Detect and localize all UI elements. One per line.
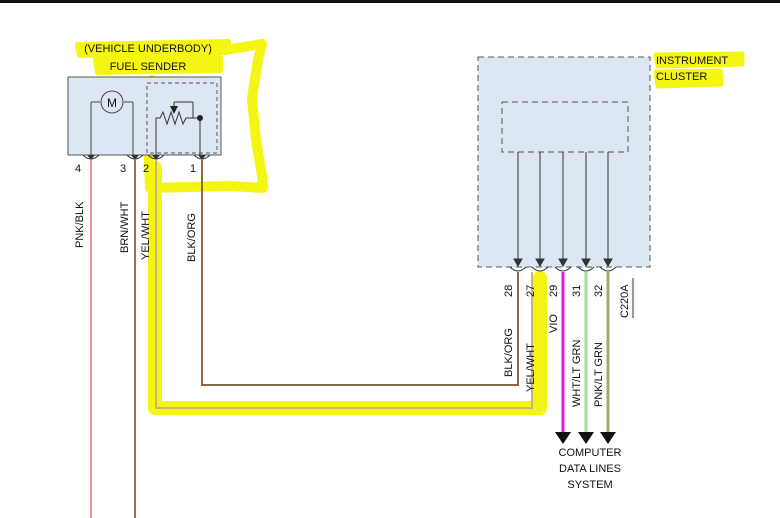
wire-yel-wht — [155, 160, 533, 409]
instrument-cluster-box — [477, 56, 651, 268]
label-cluster-vio: VIO — [548, 314, 560, 333]
sending-unit-box — [146, 82, 218, 154]
label-cluster-yel-wht: YEL/WHT — [525, 343, 537, 392]
cluster-title-line1: INSTRUMENT — [656, 55, 728, 67]
fuel-sender-title-line1: (VEHICLE UNDERBODY) — [84, 43, 212, 55]
sender-pin-4: 4 — [75, 163, 81, 175]
label-cluster-wht-lt-grn: WHT/LT GRN — [571, 340, 583, 407]
wire-blk-org — [201, 160, 519, 386]
cluster-pin-29: 29 — [548, 285, 560, 297]
rheostat-symbol — [155, 101, 201, 155]
motor-label: M — [107, 96, 117, 110]
cluster-pin-terminals — [509, 266, 617, 272]
wiper-contact — [197, 115, 203, 121]
sender-pin-3: 3 — [120, 163, 126, 175]
pump-motor-symbol — [90, 90, 134, 155]
cluster-internal-module — [501, 101, 629, 153]
cluster-internal-leads — [513, 152, 613, 268]
wiper-arrow — [170, 106, 178, 114]
label-pnk-blk: PNK/BLK — [74, 201, 86, 248]
label-cluster-blk-org: BLK/ORG — [503, 328, 515, 377]
label-yel-wht: YEL/WHT — [140, 211, 152, 260]
cluster-pin-27: 27 — [525, 285, 537, 297]
fuel-sender-box — [67, 76, 222, 156]
destination-line1: COMPUTER — [559, 447, 622, 459]
sender-pin-1: 1 — [190, 163, 196, 175]
highlight-cluster-title — [653, 51, 745, 89]
data-line-arrows — [555, 432, 616, 444]
cluster-pin-28: 28 — [503, 285, 515, 297]
destination-line3: SYSTEM — [567, 479, 612, 491]
label-brn-wht: BRN/WHT — [119, 201, 131, 253]
cluster-title-line2: CLUSTER — [656, 71, 707, 83]
cluster-pin-31: 31 — [571, 285, 583, 297]
sender-pin-2: 2 — [143, 163, 149, 175]
top-border — [0, 0, 780, 3]
cluster-pin-32: 32 — [593, 285, 605, 297]
sender-pin-arrows — [87, 155, 206, 160]
connector-c220a: C220A — [619, 284, 631, 318]
label-blk-org: BLK/ORG — [186, 213, 198, 262]
label-cluster-pnk-lt-grn: PNK/LT GRN — [593, 342, 605, 407]
fuel-sender-title-line2: FUEL SENDER — [110, 61, 187, 73]
destination-line2: DATA LINES — [559, 463, 621, 475]
